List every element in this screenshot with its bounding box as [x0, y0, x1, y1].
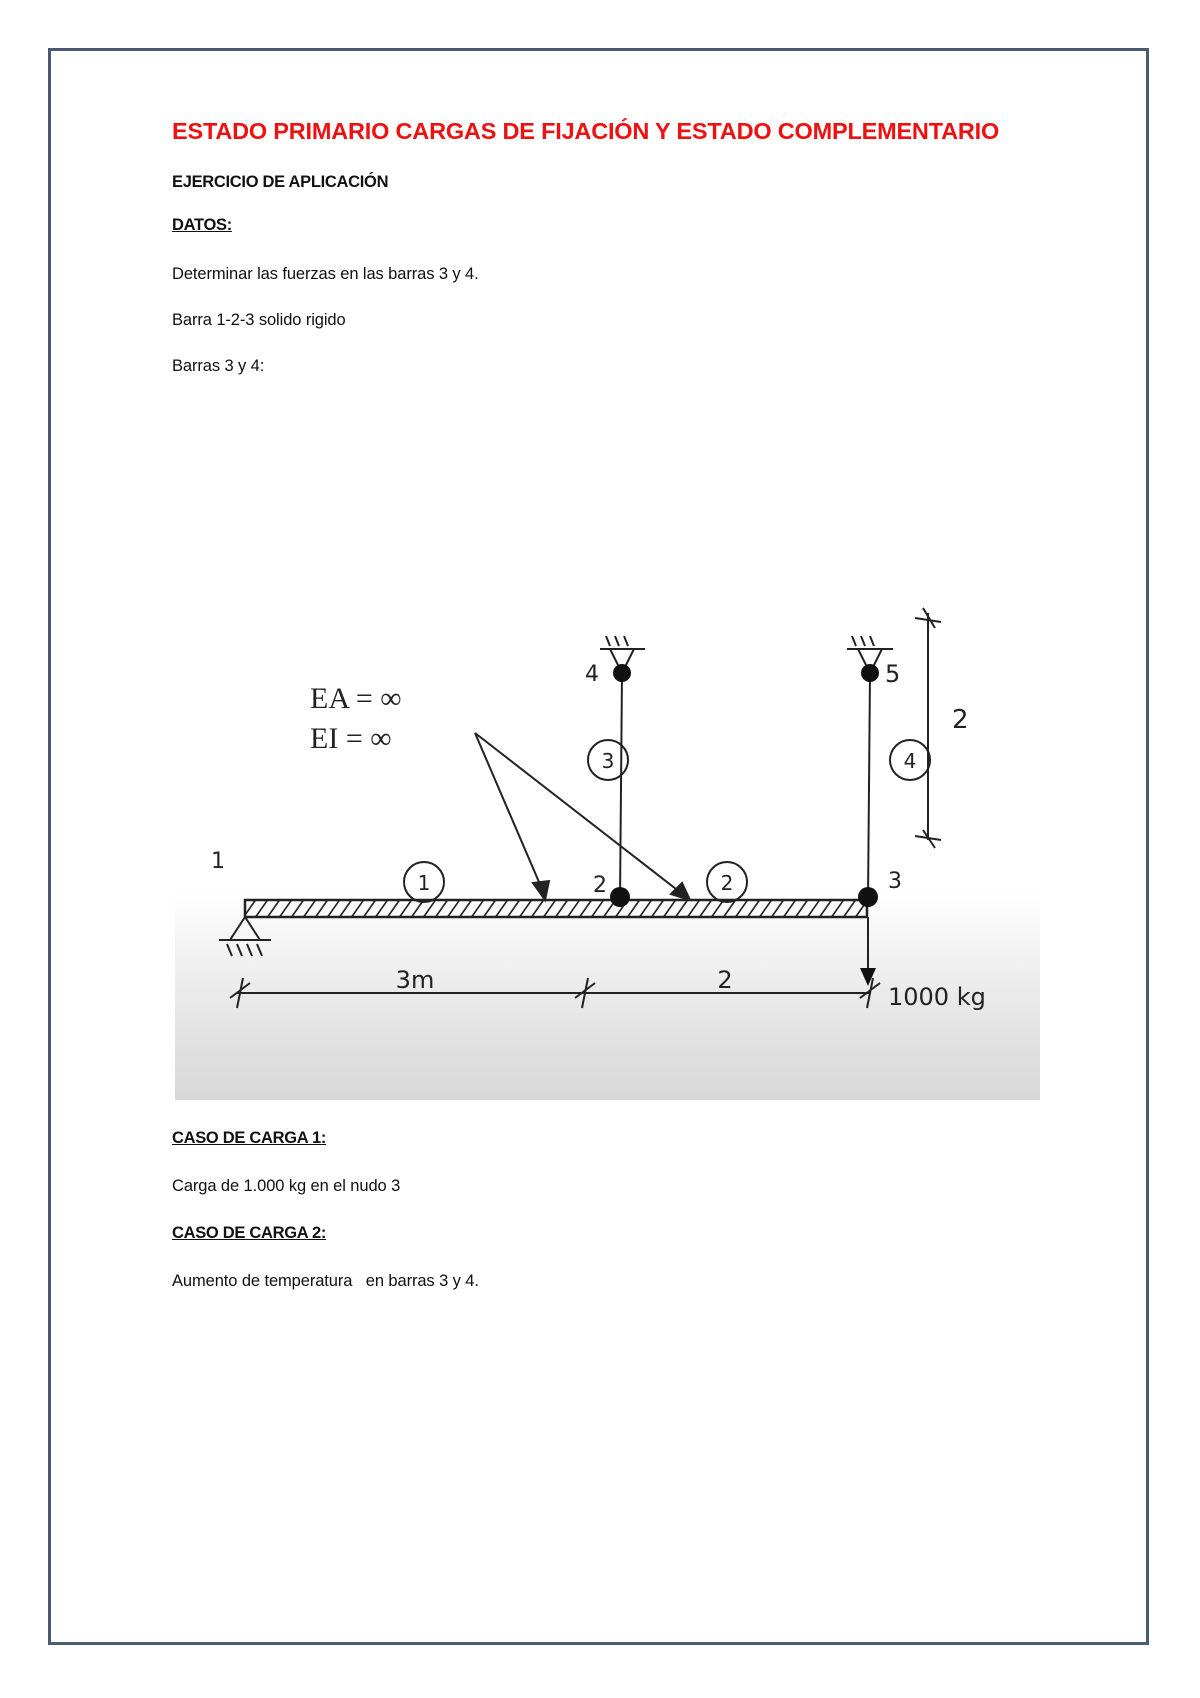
load-label: 1000 kg [888, 983, 986, 1011]
node-5-label: 5 [885, 660, 900, 688]
bar-2-label: 2 [721, 871, 734, 895]
fixed-support-icon [600, 635, 645, 676]
bar-3-label: 3 [602, 749, 615, 773]
bar-4-label: 4 [904, 749, 917, 773]
structure-diagram: EA = ∞ EI = ∞ 1 2 3 4 5 1 2 3 4 1000 kg … [175, 578, 1040, 1100]
pin-support-icon [219, 915, 271, 957]
datos-line-1: Determinar las fuerzas en las barras 3 y… [172, 265, 479, 283]
bar-2-label-circle [706, 861, 748, 903]
bar-1-label: 1 [418, 871, 431, 895]
rigid-beam [243, 898, 869, 919]
exercise-subtitle: EJERCICIO DE APLICACIÓN [172, 173, 389, 191]
fixed-support-icon [847, 635, 893, 676]
load-arrow-icon [860, 917, 876, 986]
span-1-dimension: 3m [396, 966, 435, 994]
bar-1-label-circle [403, 861, 445, 903]
bar-3 [587, 635, 645, 901]
node-2-label: 2 [593, 873, 607, 898]
height-dimension: 2 [952, 705, 969, 735]
ea-label: EA = ∞ [310, 682, 402, 715]
node-3-joint [858, 887, 878, 907]
dimension-lines [229, 607, 942, 1009]
span-2-dimension: 2 [717, 966, 732, 994]
caso-carga-2-heading: CASO DE CARGA 2: [172, 1224, 327, 1242]
document-title: ESTADO PRIMARIO CARGAS DE FIJACIÓN Y EST… [172, 118, 1000, 144]
caso-carga-1-text: Carga de 1.000 kg en el nudo 3 [172, 1177, 401, 1195]
node-1-label: 1 [211, 849, 225, 874]
node-3-label: 3 [888, 869, 902, 894]
page-border [48, 48, 1149, 1645]
datos-heading: DATOS: [172, 216, 232, 234]
ei-label: EI = ∞ [310, 722, 392, 755]
caso-carga-2-text: Aumento de temperatura en barras 3 y 4. [172, 1272, 479, 1290]
datos-line-2: Barra 1-2-3 solido rigido [172, 311, 346, 329]
node-4-label: 4 [585, 662, 599, 687]
annotation-arrows [474, 732, 692, 903]
bar-4 [847, 635, 931, 901]
datos-line-3: Barras 3 y 4: [172, 357, 265, 375]
node-2-joint [610, 887, 630, 907]
caso-carga-1-heading: CASO DE CARGA 1: [172, 1129, 327, 1147]
